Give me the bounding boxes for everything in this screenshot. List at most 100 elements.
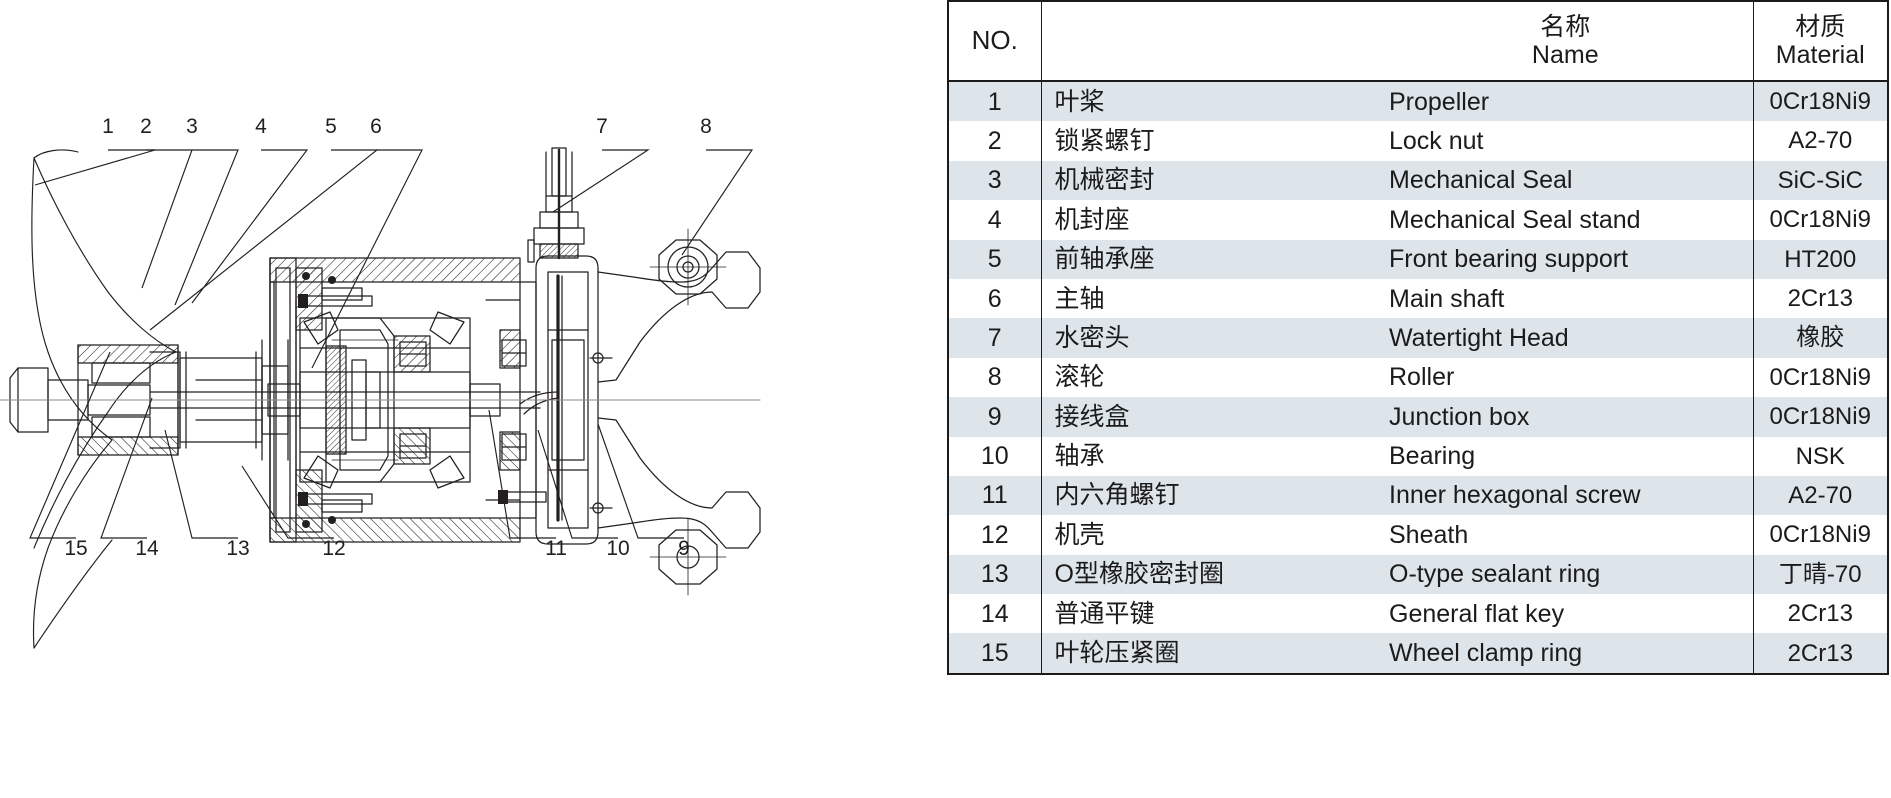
- watertight-head: [527, 147, 585, 263]
- leader-line: [681, 149, 754, 256]
- leader-line: [164, 429, 238, 539]
- part-name-en: Watertight Head: [1378, 318, 1754, 358]
- callout-1: 1: [34, 115, 156, 186]
- callout-number: 15: [64, 537, 87, 560]
- part-name-en: Bearing: [1378, 436, 1754, 476]
- part-material: A2-70: [1752, 121, 1888, 161]
- part-material: 0Cr18Ni9: [1752, 357, 1888, 398]
- part-name-cn: 内六角螺钉: [1041, 475, 1378, 516]
- part-name-cn: 普通平键: [1054, 599, 1155, 628]
- part-material: 2Cr13: [1752, 633, 1888, 674]
- leader-line: [488, 409, 556, 539]
- header-name-cn: 名称: [1540, 13, 1591, 42]
- o-ring: [302, 272, 310, 280]
- leader-line: [100, 397, 153, 539]
- callout-15: 15: [29, 351, 111, 560]
- part-name-cn: 轴承: [1054, 442, 1105, 471]
- propeller-hub: [9, 344, 179, 456]
- header-material-en: Material: [1775, 40, 1865, 69]
- mounting-bracket: [597, 228, 761, 596]
- roller-upper: [649, 228, 727, 306]
- part-number: 5: [948, 239, 1042, 279]
- part-material: 0Cr18Ni9: [1752, 515, 1888, 555]
- part-name-cn: 水密头: [1041, 318, 1378, 358]
- callout-number: 1: [102, 115, 114, 138]
- o-ring: [328, 276, 336, 284]
- header-material: 材质 Material: [1752, 1, 1889, 82]
- callout-number: 7: [596, 115, 608, 138]
- callout-7: 7: [552, 115, 650, 213]
- stator-winding: [429, 455, 465, 489]
- part-name-en: Front bearing support: [1378, 239, 1754, 279]
- callout-13: 13: [164, 429, 250, 560]
- part-number: 14: [948, 594, 1042, 634]
- stator-winding: [429, 311, 465, 345]
- callout-10: 10: [537, 429, 630, 560]
- part-name-en: Sheath: [1378, 515, 1754, 555]
- part-name-en: General flat key: [1378, 594, 1754, 634]
- callout-number: 6: [370, 115, 382, 138]
- part-number: 3: [948, 160, 1042, 201]
- leader-line: [34, 149, 156, 186]
- leader-line: [191, 149, 309, 304]
- callout-number: 11: [545, 537, 567, 560]
- table-header: NO. 名称 Name 材质 Material: [947, 1, 1889, 82]
- part-number: 2: [948, 121, 1042, 161]
- part-name-cn: 叶轮压紧圈: [1041, 633, 1378, 674]
- part-number: 9: [948, 397, 1042, 437]
- callout-11: 11: [488, 409, 567, 560]
- part-name-cn: 机械密封: [1041, 160, 1378, 201]
- leader-line: [552, 149, 650, 213]
- header-no: NO.: [947, 1, 1042, 82]
- part-name-cn: O型橡胶密封圈: [1041, 554, 1378, 595]
- main-shaft: [149, 379, 541, 421]
- part-name-cn: 接线盒: [1041, 397, 1378, 437]
- part-material: A2-70: [1752, 475, 1888, 516]
- leader-line: [537, 429, 618, 539]
- part-material: 2Cr13: [1752, 278, 1888, 319]
- part-name-cn: 滚轮: [1054, 363, 1105, 392]
- callout-2: 2: [140, 115, 193, 289]
- leader-line: [311, 149, 423, 369]
- callout-number: 8: [700, 115, 712, 138]
- part-number: 6: [948, 278, 1042, 319]
- callout-4: 4: [191, 115, 309, 304]
- sheath-housing: [269, 257, 521, 543]
- part-name-cn: 叶桨: [1041, 81, 1378, 122]
- part-number: 11: [948, 475, 1042, 516]
- part-material: 丁晴-70: [1752, 554, 1888, 595]
- callout-number: 3: [186, 115, 198, 138]
- header-name: 名称 Name: [1378, 1, 1754, 82]
- part-number: 15: [948, 633, 1042, 674]
- part-name-en: Wheel clamp ring: [1378, 633, 1754, 674]
- part-name-cn: 前轴承座: [1041, 239, 1378, 279]
- callout-number: 4: [255, 115, 267, 138]
- leader-line: [597, 423, 684, 539]
- part-number: 13: [948, 554, 1042, 595]
- header-row: NO. 名称 Name 材质 Material: [947, 1, 1889, 82]
- part-name-en: Propeller: [1378, 81, 1754, 122]
- leader-line: [141, 149, 193, 289]
- header-material-cn: 材质: [1795, 13, 1846, 42]
- motor-assembly: [267, 311, 501, 489]
- callout-number: 14: [135, 537, 159, 560]
- callout-number: 10: [606, 537, 629, 560]
- part-name-en: Inner hexagonal screw: [1378, 475, 1754, 516]
- part-number: 1: [948, 81, 1042, 122]
- roller-lower: [649, 518, 727, 596]
- part-number: 4: [948, 200, 1042, 240]
